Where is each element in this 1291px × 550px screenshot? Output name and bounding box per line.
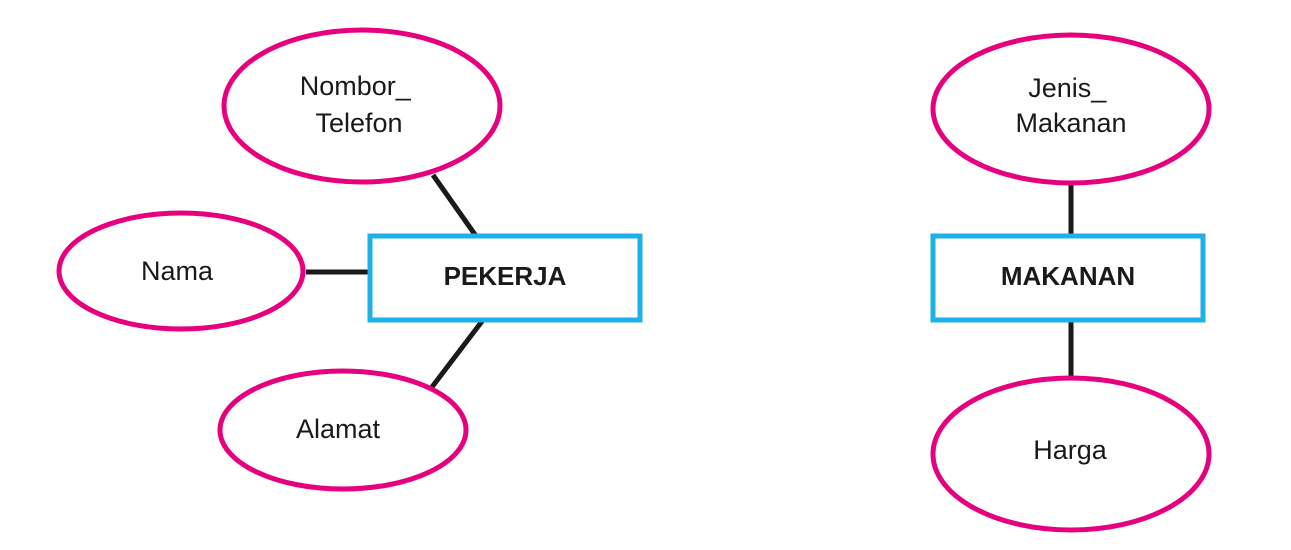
attribute-label-line1: Jenis_ bbox=[1028, 73, 1107, 103]
attribute-harga: Harga bbox=[930, 375, 1212, 533]
attribute-jenis-makanan: Jenis_ Makanan bbox=[930, 32, 1212, 186]
connector-pekerja-nombor-telefon bbox=[430, 173, 479, 238]
attribute-label-line2: Telefon bbox=[315, 108, 402, 138]
attribute-label: Jenis_ Makanan bbox=[1015, 73, 1126, 138]
attribute-ellipse bbox=[930, 375, 1212, 533]
attribute-nombor-telefon: Nombor_ Telefon bbox=[221, 27, 503, 185]
attribute-label: Nama bbox=[141, 256, 214, 286]
attribute-ellipse bbox=[56, 210, 306, 332]
attribute-nama: Nama bbox=[56, 210, 306, 332]
attribute-ellipse bbox=[221, 27, 503, 185]
attribute-ellipse bbox=[930, 32, 1212, 186]
entity-box bbox=[367, 233, 643, 323]
attribute-alamat: Alamat bbox=[217, 368, 469, 492]
entity-makanan: MAKANAN bbox=[930, 233, 1206, 323]
attribute-label-line2: Makanan bbox=[1015, 108, 1126, 138]
entity-box bbox=[930, 233, 1206, 323]
entity-label: MAKANAN bbox=[1001, 261, 1135, 291]
connector-pekerja-alamat bbox=[430, 318, 485, 389]
attribute-ellipse bbox=[217, 368, 469, 492]
entity-pekerja: PEKERJA bbox=[367, 233, 643, 323]
entity-label: PEKERJA bbox=[444, 261, 567, 291]
attribute-label: Alamat bbox=[296, 414, 381, 444]
attribute-label-line1: Nombor_ bbox=[300, 71, 412, 101]
attribute-label: Harga bbox=[1033, 435, 1108, 465]
attribute-label: Nombor_ Telefon bbox=[300, 71, 419, 138]
